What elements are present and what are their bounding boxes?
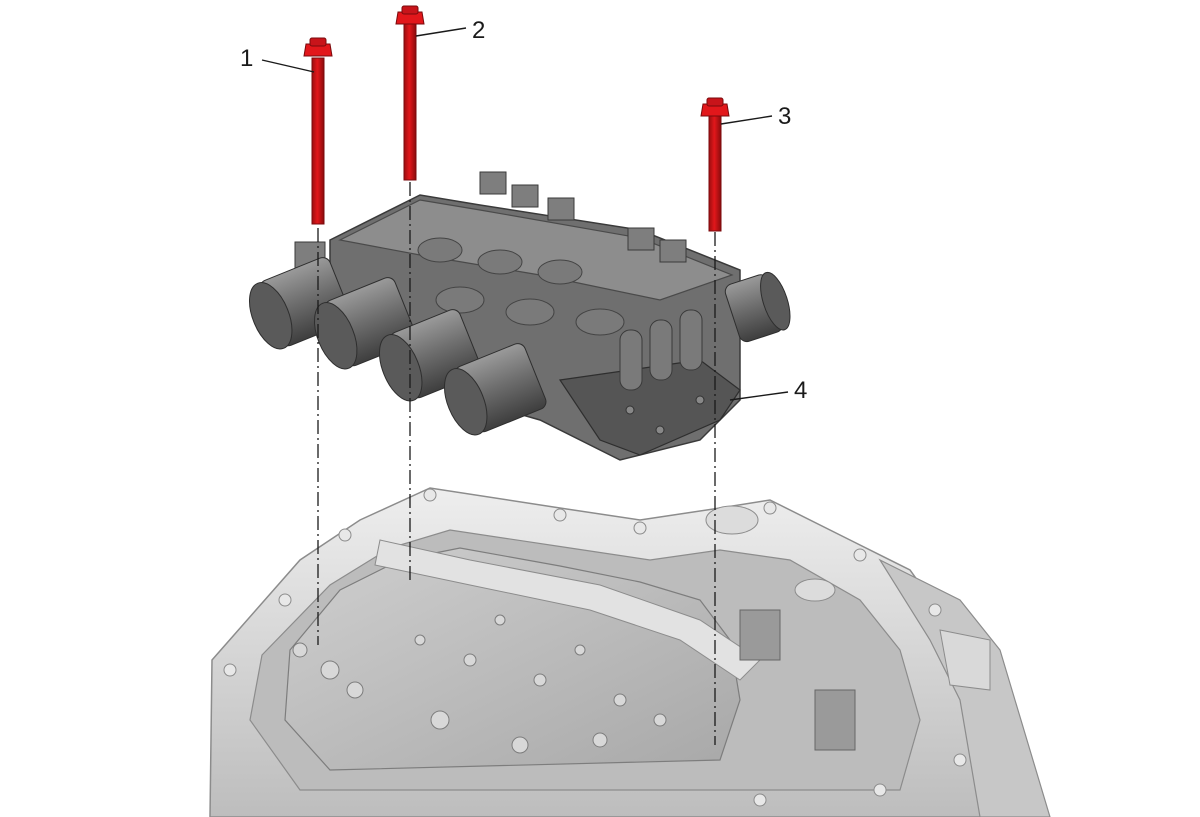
bolt-1: [303, 37, 333, 225]
callout-1: 1: [240, 45, 315, 73]
solenoid-cylinders: [249, 257, 791, 436]
alignment-lines: [317, 182, 716, 745]
control-solenoid-valve-body: [249, 171, 791, 461]
callout-3-label: 3: [778, 103, 791, 130]
callout-3: 3: [720, 103, 791, 130]
bolt-2: [395, 5, 425, 181]
transmission-case: [209, 487, 1051, 817]
callout-4: 4: [729, 377, 807, 404]
bolt-3: [700, 97, 730, 232]
callout-2-label: 2: [472, 17, 485, 44]
callout-4-label: 4: [794, 377, 807, 404]
callout-1-label: 1: [240, 45, 253, 72]
callout-2: 2: [415, 17, 485, 44]
